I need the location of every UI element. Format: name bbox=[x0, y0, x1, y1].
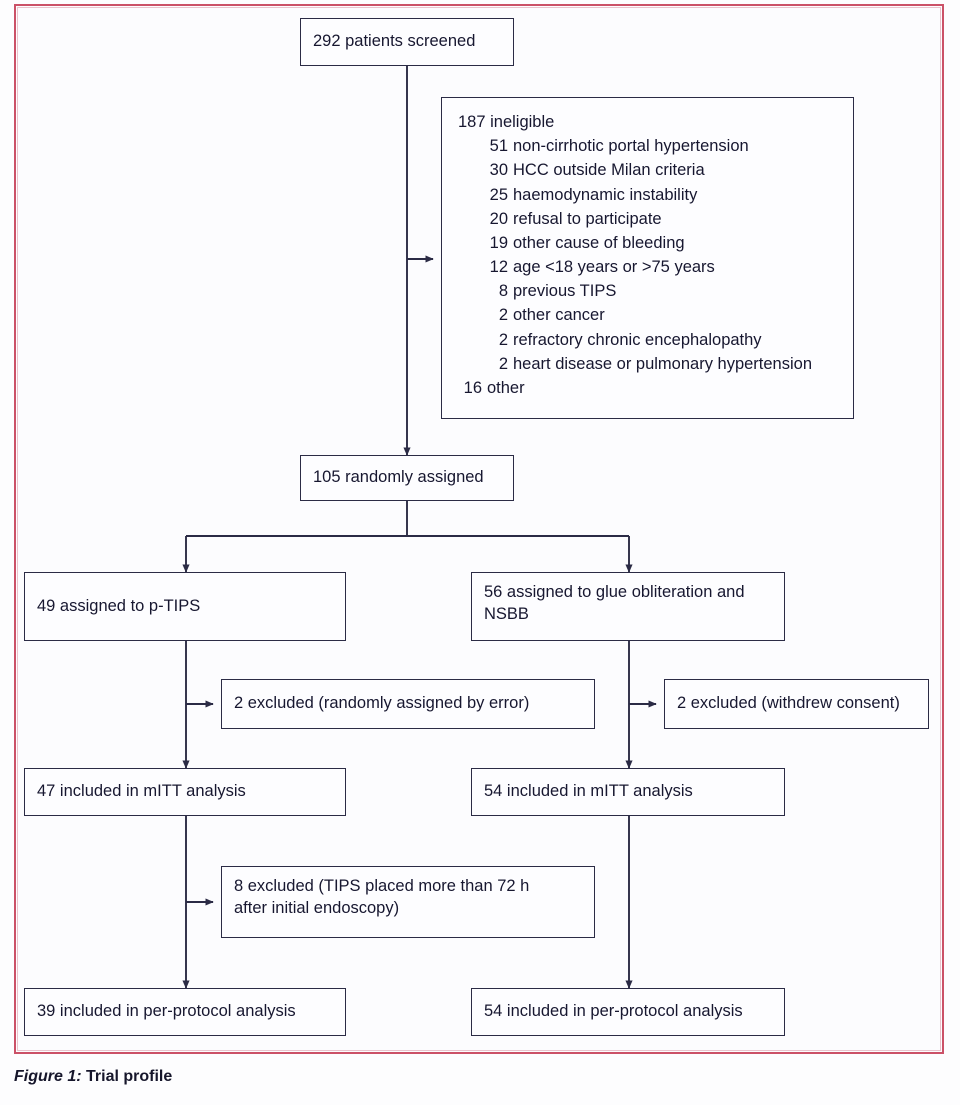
ineligible-reason-label: previous TIPS bbox=[513, 282, 617, 301]
node-left-excluded-tips-delayed: 8 excluded (TIPS placed more than 72 h a… bbox=[221, 866, 595, 938]
ineligible-reason-count: 8 bbox=[498, 282, 508, 301]
ineligible-reason-count: 19 bbox=[489, 233, 508, 252]
node-left-excluded-randomised-by-error: 2 excluded (randomly assigned by error) bbox=[221, 679, 595, 729]
ineligible-reason: 19 other cause of bleeding bbox=[458, 231, 839, 255]
node-left-assigned: 49 assigned to p-TIPS bbox=[24, 572, 346, 641]
ineligible-reason: 25 haemodynamic instability bbox=[458, 183, 839, 207]
ineligible-reason: 2 refractory chronic encephalopathy bbox=[458, 328, 839, 352]
ineligible-reason-count: 16 bbox=[463, 378, 482, 397]
ineligible-reason-count: 2 bbox=[498, 306, 508, 325]
ineligible-reason: 20 refusal to participate bbox=[458, 207, 839, 231]
node-left-excluded-2-text: 8 excluded (TIPS placed more than 72 h a… bbox=[234, 877, 530, 917]
ineligible-reason: 8 previous TIPS bbox=[458, 279, 839, 303]
ineligible-reason-count: 25 bbox=[489, 185, 508, 204]
ineligible-reason: 2 heart disease or pulmonary hypertension bbox=[458, 352, 839, 376]
node-right-excluded-1-text: 2 excluded (withdrew consent) bbox=[677, 694, 900, 713]
node-left-per-protocol: 39 included in per-protocol analysis bbox=[24, 988, 346, 1036]
node-right-assigned: 56 assigned to glue obliteration and NSB… bbox=[471, 572, 785, 641]
node-right-mitt-text: 54 included in mITT analysis bbox=[484, 782, 693, 801]
node-right-per-protocol-text: 54 included in per-protocol analysis bbox=[484, 1002, 743, 1021]
ineligible-heading: 187 ineligible bbox=[458, 113, 555, 131]
node-randomly-assigned-text: 105 randomly assigned bbox=[313, 468, 484, 487]
ineligible-reason-label: other cancer bbox=[513, 306, 605, 325]
ineligible-reason: 30 HCC outside Milan criteria bbox=[458, 158, 839, 182]
node-patients-screened: 292 patients screened bbox=[300, 18, 514, 66]
ineligible-reason: 12 age <18 years or >75 years bbox=[458, 255, 839, 279]
node-left-mitt: 47 included in mITT analysis bbox=[24, 768, 346, 816]
node-ineligible: 187 ineligible 51 non-cirrhotic portal hy… bbox=[441, 97, 854, 419]
ineligible-reason-label: other cause of bleeding bbox=[513, 233, 685, 252]
ineligible-reason: 51 non-cirrhotic portal hypertension bbox=[458, 134, 839, 158]
ineligible-reason-label: age <18 years or >75 years bbox=[513, 258, 715, 277]
figure-caption-title: Trial profile bbox=[86, 1068, 173, 1085]
ineligible-reason-count: 20 bbox=[489, 209, 508, 228]
ineligible-reason-count: 30 bbox=[489, 161, 508, 180]
node-randomly-assigned: 105 randomly assigned bbox=[300, 455, 514, 501]
ineligible-reason: 2 other cancer bbox=[458, 303, 839, 327]
ineligible-reason-label: HCC outside Milan criteria bbox=[513, 161, 705, 180]
node-right-excluded-withdrew-consent: 2 excluded (withdrew consent) bbox=[664, 679, 929, 729]
ineligible-reason-list: 51 non-cirrhotic portal hypertension 30 HCC… bbox=[458, 134, 839, 400]
ineligible-reason-label: other bbox=[487, 378, 525, 397]
ineligible-reason-label: non-cirrhotic portal hypertension bbox=[513, 137, 749, 156]
node-left-assigned-text: 49 assigned to p-TIPS bbox=[37, 596, 201, 615]
node-patients-screened-text: 292 patients screened bbox=[313, 32, 476, 51]
figure-caption: Figure 1: Trial profile bbox=[14, 1068, 172, 1086]
node-right-per-protocol: 54 included in per-protocol analysis bbox=[471, 988, 785, 1036]
ineligible-reason-count: 12 bbox=[489, 258, 508, 277]
ineligible-reason-label: refusal to participate bbox=[513, 209, 662, 228]
ineligible-reason-label: refractory chronic encephalopathy bbox=[513, 330, 762, 349]
node-right-assigned-text: 56 assigned to glue obliteration and NSB… bbox=[484, 583, 745, 623]
ineligible-reason-label: haemodynamic instability bbox=[513, 185, 698, 204]
ineligible-reason-count: 2 bbox=[498, 354, 508, 373]
node-left-per-protocol-text: 39 included in per-protocol analysis bbox=[37, 1002, 296, 1021]
ineligible-reason-other: 16 other bbox=[458, 376, 839, 400]
node-right-mitt: 54 included in mITT analysis bbox=[471, 768, 785, 816]
node-left-mitt-text: 47 included in mITT analysis bbox=[37, 782, 246, 801]
ineligible-reason-count: 51 bbox=[489, 137, 508, 156]
node-left-excluded-1-text: 2 excluded (randomly assigned by error) bbox=[234, 694, 530, 713]
ineligible-reason-label: heart disease or pulmonary hypertension bbox=[513, 354, 813, 373]
ineligible-reason-count: 2 bbox=[498, 330, 508, 349]
figure-caption-label: Figure 1: bbox=[14, 1068, 82, 1085]
